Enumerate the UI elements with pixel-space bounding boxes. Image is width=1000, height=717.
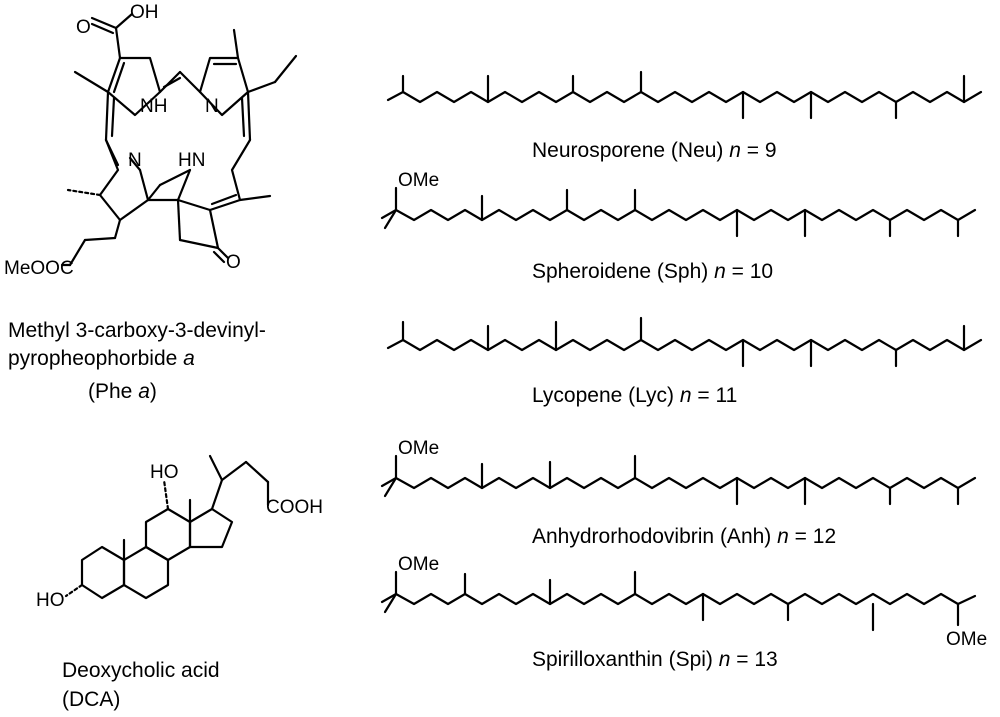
dca-structure: HO HO COOH: [36, 454, 323, 611]
carotenoid-n-value: = 11: [691, 384, 738, 407]
anhydrorhodovibrin-label: Anhydrorhodovibrin (Anh) n = 12: [532, 524, 836, 550]
carotenoid-name: Neurosporene (Neu): [532, 139, 730, 162]
phe-name-line2-text: pyropheophorbide: [8, 347, 184, 370]
carotenoid-n-symbol: n: [714, 260, 726, 283]
dca-name-line1: Deoxycholic acid: [62, 659, 220, 682]
anhydrorhodovibrin-ome-label: OMe: [398, 438, 439, 459]
phe-n-label-1: N: [205, 96, 219, 117]
phe-hn-label: HN: [178, 150, 205, 171]
anhydrorhodovibrin-structure: [380, 454, 977, 506]
phe-abbr-close: ): [149, 380, 157, 403]
carotenoid-n-value: = 12: [788, 525, 837, 548]
phe-a-structure: O OH NH N N HN O MeOOC: [4, 2, 298, 279]
phe-abbreviation: (Phe a): [88, 379, 157, 405]
carotenoid-n-value: = 10: [725, 260, 774, 283]
spirilloxanthin-structure: [380, 570, 977, 632]
phe-hydroxyl-label: OH: [130, 2, 159, 23]
dca-name-line2: (DCA): [62, 688, 121, 711]
carotenoid-name: Spheroidene (Sph): [532, 260, 715, 283]
phe-name-line1: Methyl 3-carboxy-3-devinyl-: [8, 319, 266, 342]
dca-3-hydroxyl-label: HO: [36, 590, 65, 611]
phe-carbonyl-o-label: O: [76, 17, 91, 38]
phe-abbr-open: (Phe: [88, 380, 139, 403]
carotenoid-n-symbol: n: [718, 648, 731, 671]
phe-n-label-2: N: [128, 150, 142, 171]
lycopene-label: Lycopene (Lyc) n = 11: [532, 383, 737, 409]
dca-carboxyl-label: COOH: [266, 497, 323, 518]
carotenoid-n-symbol: n: [777, 525, 789, 548]
phe-abbr-italic: a: [138, 380, 150, 403]
phe-name-line2-italic: a: [183, 347, 195, 370]
neurosporene-structure: [386, 70, 983, 120]
spheroidene-ome-label: OMe: [398, 170, 439, 191]
carotenoid-name: Anhydrorhodovibrin (Anh): [532, 525, 778, 548]
carotenoid-n-value: = 9: [740, 139, 777, 162]
spheroidene-structure: [380, 186, 977, 238]
phe-nh-label: NH: [140, 96, 167, 117]
dca-12-hydroxyl-label: HO: [150, 462, 179, 483]
carotenoid-n-value: = 13: [730, 648, 778, 671]
carotenoid-name: Spirilloxanthin (Spi): [532, 648, 719, 671]
phe-ester-label: MeOOC: [4, 258, 74, 279]
phe-name-line2: pyropheophorbide a: [8, 346, 195, 372]
phe-ketone-label: O: [226, 252, 241, 273]
carotenoid-n-symbol: n: [679, 384, 692, 407]
lycopene-structure: [386, 316, 983, 368]
spirilloxanthin-ome-left-label: OMe: [398, 554, 439, 575]
spirilloxanthin-ome-right-label: OMe: [946, 629, 987, 650]
neurosporene-label: Neurosporene (Neu) n = 9: [532, 138, 777, 164]
spirilloxanthin-label: Spirilloxanthin (Spi) n = 13: [532, 647, 778, 673]
carotenoid-name: Lycopene (Lyc): [532, 384, 680, 407]
spheroidene-label: Spheroidene (Sph) n = 10: [532, 259, 773, 285]
carotenoid-n-symbol: n: [729, 139, 741, 162]
